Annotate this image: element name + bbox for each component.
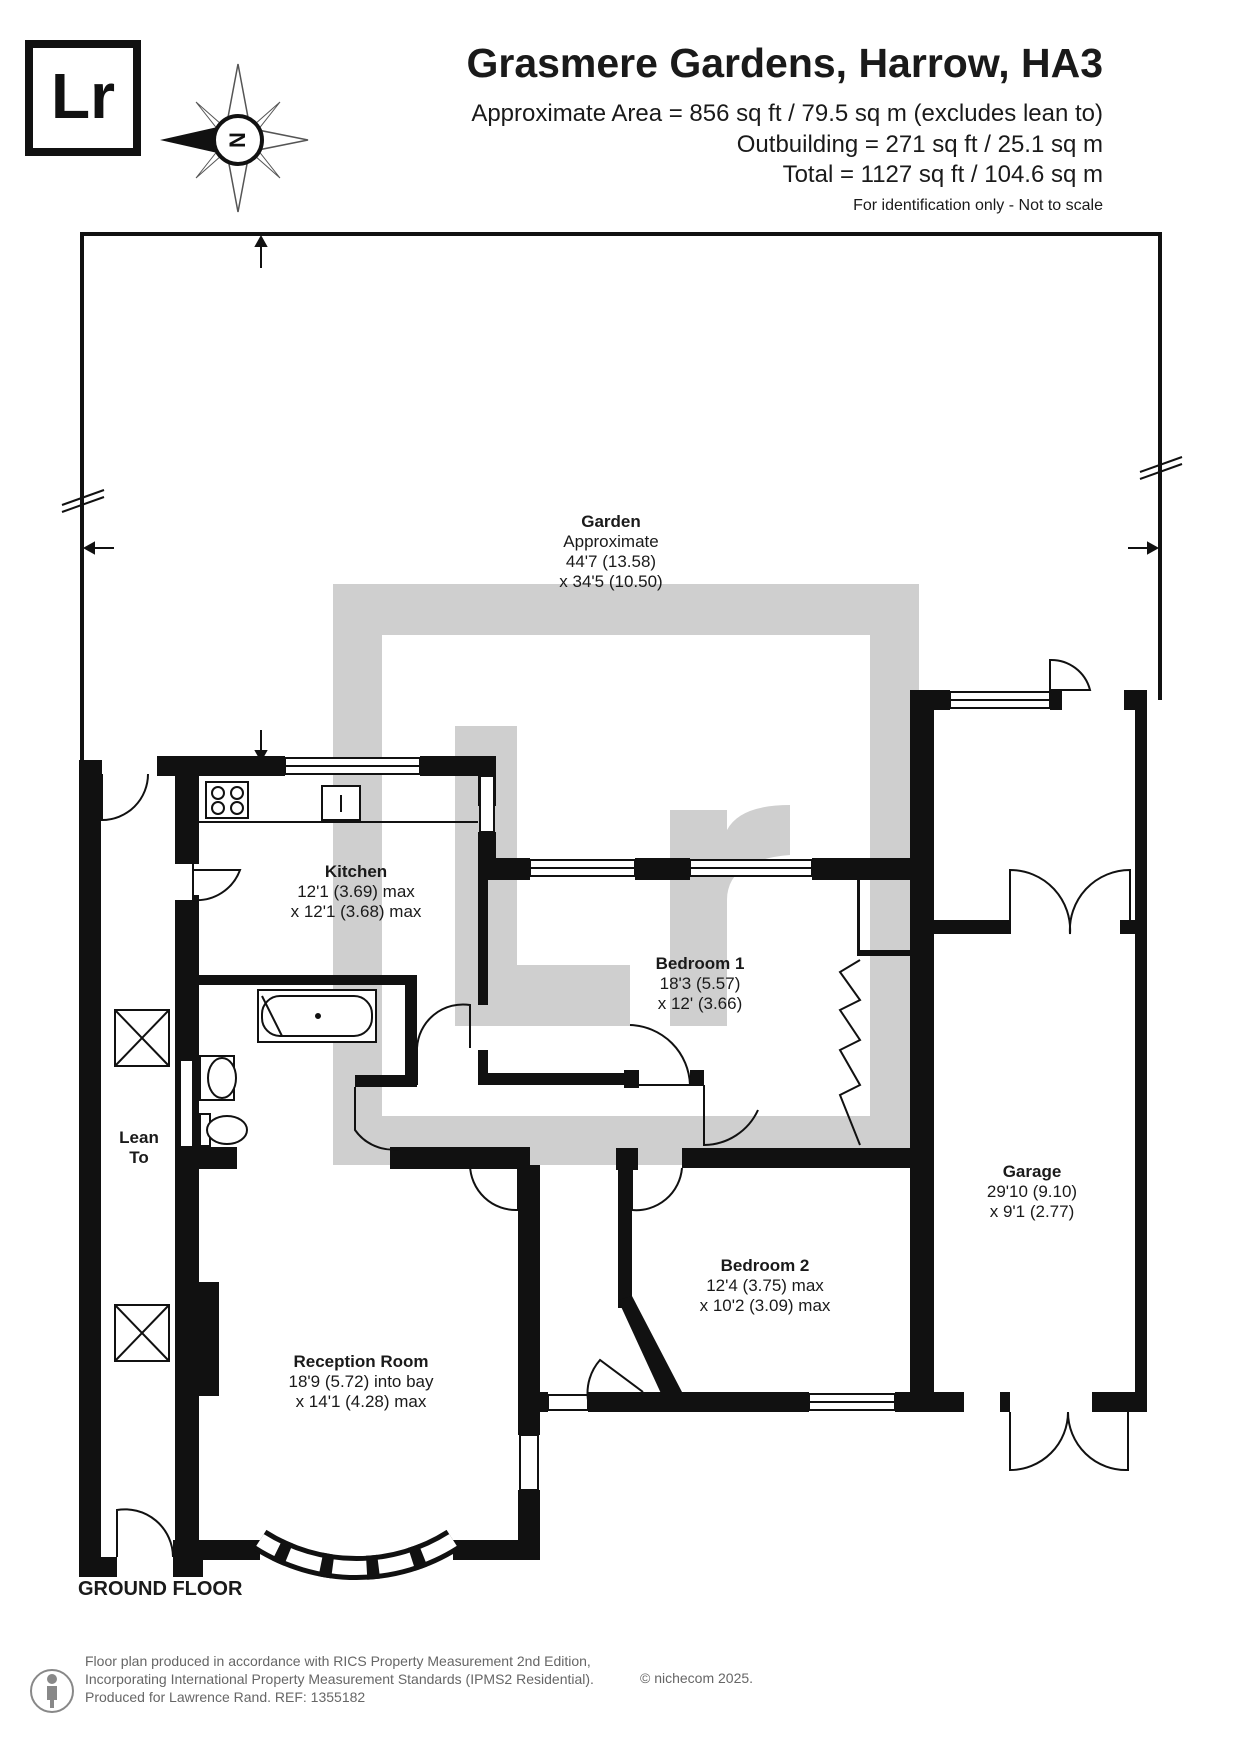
room-bedroom2: Bedroom 2 12'4 (3.75) max x 10'2 (3.09) … [700,1256,831,1316]
footer-line: Incorporating International Property Mea… [85,1671,594,1687]
copyright: © nichecom 2025. [640,1670,754,1686]
room-dim: x 12' (3.66) [657,994,743,1013]
footer-text: Floor plan produced in accordance with R… [85,1652,594,1706]
room-dim: 12'4 (3.75) max [706,1276,824,1295]
room-dim: x 12'1 (3.68) max [290,902,422,921]
logo-frame: Lr [25,40,141,156]
logo-text: Lr [51,60,115,132]
bay-window [253,1529,460,1580]
room-dim: 29'10 (9.10) [986,1182,1078,1201]
area-total: Total = 1127 sq ft / 104.6 sq m [782,161,1103,188]
room-dim: x 9'1 (2.77) [989,1202,1075,1221]
footer-line: Produced for Lawrence Rand. REF: 1355182 [85,1689,366,1705]
room-bedroom1: Bedroom 1 18'3 (5.57) x 12' (3.66) [656,954,745,1014]
footer-line: Floor plan produced in accordance with R… [85,1653,591,1669]
windows [179,691,1051,1491]
room-dim: 44'7 (13.58) [565,552,657,571]
area-approx: Approximate Area = 856 sq ft / 79.5 sq m… [471,100,1103,127]
room-dim: 12'1 (3.69) max [297,882,415,901]
room-dim: 18'9 (5.72) into bay [288,1372,434,1391]
room-dim: x 14'1 (4.28) max [295,1392,427,1411]
room-name: Bedroom 2 [720,1256,810,1275]
room-name: Lean [119,1128,159,1147]
room-lean-to: Lean To [119,1128,159,1168]
room-name: Bedroom 1 [655,954,745,973]
room-garage: Garage 29'10 (9.10) x 9'1 (2.77) [987,1162,1077,1222]
kitchen-fittings [199,781,478,823]
room-name: Reception Room [293,1352,429,1371]
person-icon [30,1669,74,1713]
boundary-break-marks [61,456,1183,513]
room-dim: x 34'5 (10.50) [559,572,663,591]
room-name-2: To [129,1148,149,1167]
garden-boundary [80,232,1162,770]
room-reception: Reception Room 18'9 (5.72) into bay x 14… [288,1352,433,1412]
bathroom-fittings [199,989,377,1147]
room-dim: x 10'2 (3.09) max [699,1296,831,1315]
room-name: Kitchen [324,862,388,881]
walls [79,690,1147,1577]
room-name: Garden [581,512,641,531]
compass-north-label: N [225,132,250,148]
dimension-arrows [82,234,1160,763]
floor-label: GROUND FLOOR [78,1578,243,1600]
brand-logo: Lr [25,40,141,156]
compass-letter: N [225,132,250,148]
page-title: Grasmere Gardens, Harrow, HA3 [466,40,1103,86]
skylight-icon [114,1009,170,1362]
room-garden: Garden Approximate 44'7 (13.58) x 34'5 (… [559,512,662,592]
doors [101,658,1131,1558]
room-kitchen: Kitchen 12'1 (3.69) max x 12'1 (3.68) ma… [291,862,422,922]
room-dim: Approximate [563,532,659,551]
scale-note: For identification only - Not to scale [853,197,1103,214]
compass-icon [160,63,309,213]
area-outbuilding: Outbuilding = 271 sq ft / 25.1 sq m [736,131,1103,158]
room-dim: 18'3 (5.57) [659,974,741,993]
room-name: Garage [1002,1162,1062,1181]
